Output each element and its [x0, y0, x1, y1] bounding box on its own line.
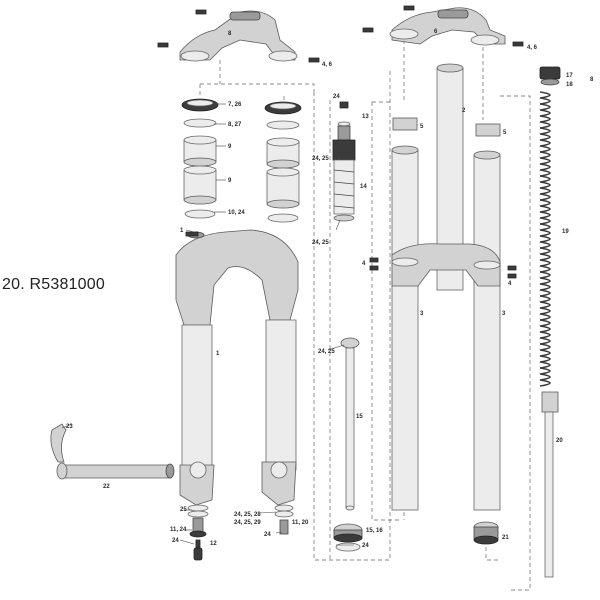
bottom-cap-left: [333, 523, 363, 552]
callout: 24: [333, 94, 340, 100]
callout: 1: [180, 228, 184, 234]
callout: 4: [362, 261, 366, 267]
bottom-cap-right: [473, 521, 499, 545]
damper-shaft: [340, 337, 360, 511]
air-spring-assembly: [332, 101, 356, 222]
callout: 24, 25: [312, 156, 329, 162]
assembly-guide-lines: [199, 40, 531, 591]
upper-crown-left: [157, 9, 320, 63]
callout: 4, 6: [322, 62, 333, 68]
callout: 4, 6: [527, 45, 538, 51]
callout: 8: [228, 31, 232, 37]
callout: 25: [180, 507, 187, 513]
callout: 8, 27: [228, 122, 242, 128]
callout: 24: [264, 532, 271, 538]
callout: 17: [566, 73, 573, 79]
callout: 6: [434, 29, 438, 35]
callout: 3: [502, 311, 506, 317]
callout: 21: [502, 535, 509, 541]
callout: 23: [66, 424, 73, 430]
callout: 1: [216, 351, 220, 357]
upper-crown-right: [362, 5, 524, 47]
callout: 24, 25, 28: [234, 512, 261, 518]
damper-hardware-left: [187, 504, 209, 561]
seal-stack-left: [181, 98, 219, 219]
callout: 24, 25: [318, 349, 335, 355]
stanchion-tubes: [391, 63, 501, 511]
leader-lines: [61, 103, 354, 546]
callout: 11, 24: [170, 527, 187, 533]
damper-hardware-right: [274, 504, 294, 535]
callout: 12: [210, 541, 217, 547]
seal-stack-right: [264, 101, 302, 223]
callout: 18: [566, 82, 573, 88]
callout: 5: [420, 124, 424, 130]
callout: 24, 25, 29: [234, 520, 261, 526]
callout: 4: [508, 281, 512, 287]
callout: 13: [362, 114, 369, 120]
callout: 10, 24: [228, 210, 245, 216]
callout: 19: [562, 229, 569, 235]
lower-leg-casting: [175, 229, 299, 506]
callout: 5: [503, 130, 507, 136]
callout: 11, 20: [292, 520, 309, 526]
callout-labels: 8 6 4, 6 4, 6 7, 26 8, 27 9 9 10, 24 1 1…: [66, 29, 594, 549]
thru-axle: [50, 423, 175, 480]
lower-crown: [369, 243, 517, 287]
callout: 14: [360, 184, 367, 190]
callout: 15, 16: [366, 528, 383, 534]
part-number-caption: 20. R5381000: [2, 276, 105, 293]
callout: 24, 25: [312, 240, 329, 246]
callout: 9: [228, 178, 232, 184]
coil-spring: [539, 66, 561, 578]
callout: 22: [103, 484, 110, 490]
callout: 2: [462, 108, 466, 114]
callout: 24: [172, 538, 179, 544]
callout: 9: [228, 144, 232, 150]
callout: 20: [556, 438, 563, 444]
callout: 3: [420, 311, 424, 317]
callout: 15: [356, 414, 363, 420]
callout: 24: [362, 543, 369, 549]
callout: 7, 26: [228, 102, 242, 108]
callout: 8: [590, 77, 594, 83]
